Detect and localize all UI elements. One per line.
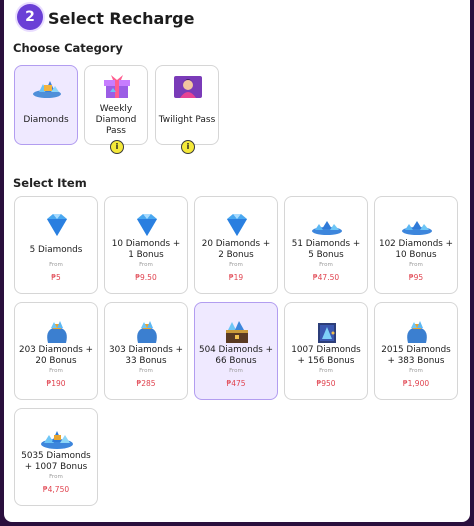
item-card-10-diamonds[interactable]: 10 Diamonds + 1 Bonus From ₱9.50 (104, 196, 188, 294)
item-name: 102 Diamonds + 10 Bonus (378, 239, 454, 260)
select-item-label: Select Item (13, 176, 87, 190)
item-price: ₱5 (51, 273, 61, 282)
item-name: 20 Diamonds + 2 Bonus (201, 239, 271, 260)
item-card-2015-diamonds[interactable]: 2015 Diamonds + 383 Bonus From ₱1,900 (374, 302, 458, 400)
info-icon[interactable]: i (110, 140, 124, 154)
item-name: 51 Diamonds + 5 Bonus (291, 239, 361, 260)
item-price: ₱47.50 (312, 273, 340, 282)
from-label: From (49, 474, 63, 480)
item-name: 203 Diamonds + 20 Bonus (18, 345, 94, 366)
from-label: From (409, 262, 423, 268)
item-card-5035-diamonds[interactable]: 5035 Diamonds + 1007 Bonus From ₱4,750 (14, 408, 98, 506)
diamond-chest-icon (226, 321, 248, 343)
category-label: Twilight Pass (158, 115, 216, 125)
item-card-102-diamonds[interactable]: 102 Diamonds + 10 Bonus From ₱95 (374, 196, 458, 294)
item-price: ₱19 (228, 273, 244, 282)
item-price: ₱1,900 (402, 379, 430, 388)
single-diamond-icon (47, 214, 67, 236)
info-icon[interactable]: i (181, 140, 195, 154)
item-price: ₱190 (46, 379, 66, 388)
single-diamond-icon (137, 214, 157, 236)
diamond-cluster-icon (312, 221, 342, 235)
from-label: From (139, 368, 153, 374)
item-price: ₱475 (226, 379, 246, 388)
choose-category-label: Choose Category (13, 41, 123, 55)
item-name: 504 Diamonds + 66 Bonus (198, 345, 274, 366)
from-label: From (319, 368, 333, 374)
from-label: From (229, 368, 243, 374)
item-name: 10 Diamonds + 1 Bonus (111, 239, 181, 260)
item-name: 303 Diamonds + 33 Bonus (108, 345, 184, 366)
category-diamonds[interactable]: Diamonds (14, 65, 78, 145)
recharge-panel: 2 Select Recharge Choose Category Diamon… (4, 0, 470, 522)
item-name: 2015 Diamonds + 383 Bonus (381, 345, 451, 366)
category-weekly-diamond-pass[interactable]: Weekly Diamond Pass i (84, 65, 148, 154)
from-label: From (319, 262, 333, 268)
from-label: From (49, 368, 63, 374)
item-card-20-diamonds[interactable]: 20 Diamonds + 2 Bonus From ₱19 (194, 196, 278, 294)
item-price: ₱4,750 (42, 485, 70, 494)
gift-box-icon (104, 75, 130, 98)
diamond-bag-icon (137, 321, 157, 343)
item-card-51-diamonds[interactable]: 51 Diamonds + 5 Bonus From ₱47.50 (284, 196, 368, 294)
item-card-203-diamonds[interactable]: 203 Diamonds + 20 Bonus From ₱190 (14, 302, 98, 400)
diamond-cluster-icon (402, 221, 432, 235)
diamond-bag-icon (407, 321, 427, 343)
item-card-5-diamonds[interactable]: 5 Diamonds From ₱5 (14, 196, 98, 294)
item-price: ₱285 (136, 379, 156, 388)
item-card-303-diamonds[interactable]: 303 Diamonds + 33 Bonus From ₱285 (104, 302, 188, 400)
diamond-bag-icon (47, 321, 67, 343)
category-label: Weekly Diamond Pass (95, 104, 137, 136)
diamond-pile-icon (41, 431, 73, 449)
item-name: 5 Diamonds (29, 245, 83, 255)
item-price: ₱95 (408, 273, 424, 282)
from-label: From (229, 262, 243, 268)
item-name: 5035 Diamonds + 1007 Bonus (21, 451, 91, 472)
from-label: From (409, 368, 423, 374)
from-label: From (139, 262, 153, 268)
item-name: 1007 Diamonds + 156 Bonus (291, 345, 361, 366)
item-card-1007-diamonds[interactable]: 1007 Diamonds + 156 Bonus From ₱950 (284, 302, 368, 400)
single-diamond-icon (227, 214, 247, 236)
diamond-pile-icon (33, 81, 61, 98)
category-twilight-pass[interactable]: Twilight Pass i (155, 65, 219, 154)
hero-portrait-icon (174, 76, 202, 98)
step-number-badge: 2 (17, 4, 43, 30)
item-price: ₱950 (316, 379, 336, 388)
category-label: Diamonds (23, 115, 69, 125)
section-title: Select Recharge (48, 9, 195, 28)
from-label: From (49, 262, 63, 268)
item-card-504-diamonds[interactable]: 504 Diamonds + 66 Bonus From ₱475 (194, 302, 278, 400)
item-price: ₱9.50 (135, 273, 157, 282)
diamond-safe-icon (318, 323, 336, 343)
